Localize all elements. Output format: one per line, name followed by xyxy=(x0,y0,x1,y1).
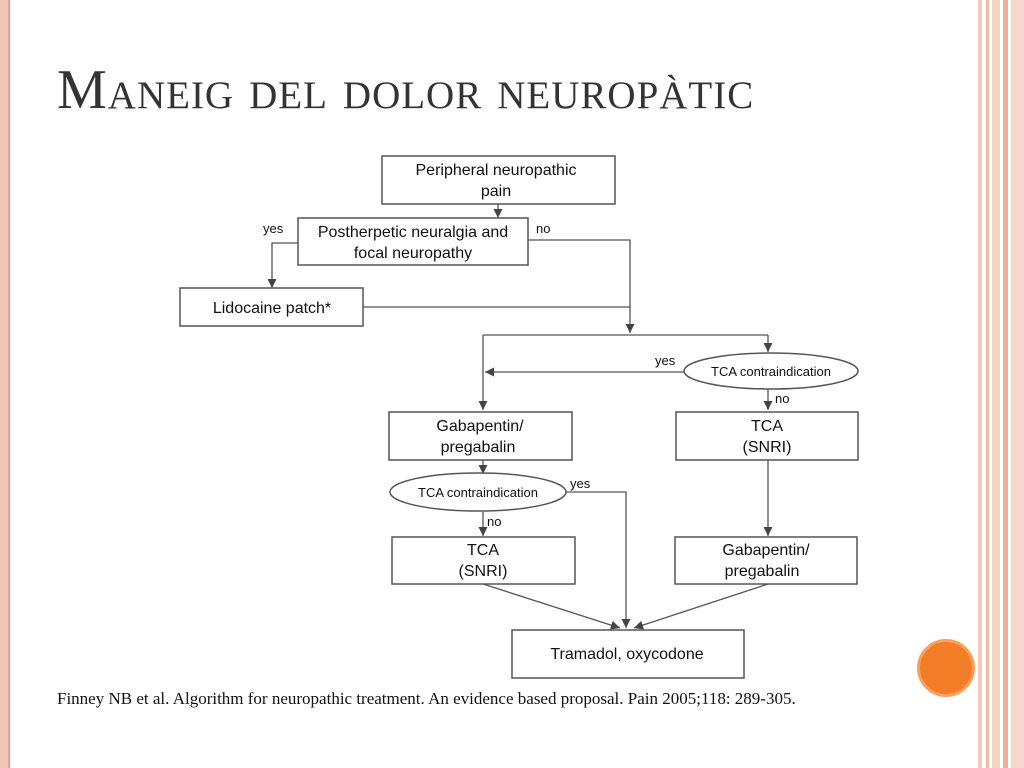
node-tca-left-line2: (SNRI) xyxy=(459,563,508,580)
node-lidocaine-line1: Lidocaine patch* xyxy=(213,300,331,317)
connectors xyxy=(267,204,773,630)
edge-postherpetic-no xyxy=(528,239,635,333)
node-tca-contraindication-2: TCA contraindication xyxy=(389,472,567,512)
label-no-postherpetic: no xyxy=(536,221,550,236)
label-yes-postherpetic: yes xyxy=(263,221,284,236)
node-tca-left: TCA (SNRI) xyxy=(391,536,576,585)
node-lidocaine: Lidocaine patch* xyxy=(179,287,364,327)
label-no-contra-2: no xyxy=(487,514,501,529)
node-tca-right: TCA (SNRI) xyxy=(675,411,859,461)
node-peripheral-line1: Peripheral neuropathic xyxy=(416,162,577,179)
left-border-bar xyxy=(0,0,10,768)
node-tramadol-line1: Tramadol, oxycodone xyxy=(550,646,703,663)
node-gabapentin-left-line1: Gabapentin/ xyxy=(436,418,524,435)
orange-circle-decoration xyxy=(917,639,975,697)
node-tca-left-line1: TCA xyxy=(467,542,499,559)
node-gabapentin-right: Gabapentin/ pregabalin xyxy=(674,536,858,585)
edge-tca-left-tramadol xyxy=(482,583,621,630)
node-peripheral-line2: pain xyxy=(481,183,511,200)
edge-gaba-right-tramadol xyxy=(633,583,769,630)
node-gabapentin-left-line2: pregabalin xyxy=(441,439,516,456)
right-border-stripes xyxy=(978,0,1024,768)
edge-postherpetic-lidocaine xyxy=(267,242,298,288)
node-tca-contraindication-1: TCA contraindication xyxy=(683,352,859,390)
node-postherpetic-line2: focal neuropathy xyxy=(354,245,472,262)
node-postherpetic-line1: Postherpetic neuralgia and xyxy=(318,224,508,241)
label-yes-contra-2: yes xyxy=(570,476,591,491)
node-peripheral: Peripheral neuropathic pain xyxy=(381,155,616,205)
citation: Finney NB et al. Algorithm for neuropath… xyxy=(57,689,796,708)
node-tramadol: Tramadol, oxycodone xyxy=(511,629,745,679)
label-no-contra-1: no xyxy=(775,391,789,406)
node-gabapentin-right-line1: Gabapentin/ xyxy=(722,542,810,559)
label-yes-contra-1: yes xyxy=(655,353,676,368)
node-gabapentin-left: Gabapentin/ pregabalin xyxy=(388,411,573,461)
node-tca-right-line1: TCA xyxy=(751,418,783,435)
node-postherpetic: Postherpetic neuralgia and focal neuropa… xyxy=(297,217,529,266)
node-gabapentin-right-line2: pregabalin xyxy=(725,563,800,580)
node-tca-contraindication-2-text: TCA contraindication xyxy=(418,485,538,500)
edge-contra2-yes xyxy=(565,491,631,628)
slide-title: Maneig del dolor neuropàtic xyxy=(57,59,755,121)
node-tca-contraindication-1-text: TCA contraindication xyxy=(711,364,831,379)
node-tca-right-line2: (SNRI) xyxy=(743,439,792,456)
